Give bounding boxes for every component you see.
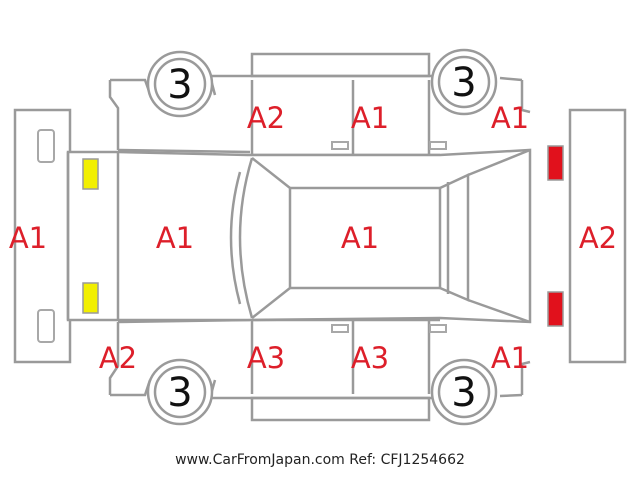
tire-front-left-value: 3 [167, 370, 192, 416]
rear-bumper [568, 108, 627, 364]
headlight-left [82, 282, 99, 314]
left-side-strip [250, 396, 431, 422]
tire-front-right-value: 3 [167, 62, 192, 108]
code-rear-left-quarter: A1 [491, 341, 529, 375]
taillight-left [547, 291, 564, 327]
code-rear-left-door: A3 [351, 341, 389, 375]
footer-reference: www.CarFromJapan.com Ref: CFJ1254662 [175, 452, 465, 468]
front-bumper [13, 108, 72, 364]
code-hood: A1 [156, 221, 194, 255]
code-rear-right-door: A1 [351, 101, 389, 135]
headlight-right [82, 158, 99, 190]
top-view-body [66, 148, 532, 324]
tire-rear-left: 3 [430, 358, 498, 426]
code-roof: A1 [341, 221, 379, 255]
code-rear-right-quarter: A1 [491, 101, 529, 135]
tire-rear-left-value: 3 [451, 370, 476, 416]
tire-rear-right: 3 [430, 48, 498, 116]
taillight-right [547, 145, 564, 181]
code-front-bumper: A1 [9, 221, 47, 255]
tire-rear-right-value: 3 [451, 60, 476, 106]
tire-front-left: 3 [146, 358, 214, 426]
code-front-left-door: A3 [247, 341, 285, 375]
code-rear-bumper: A2 [579, 221, 617, 255]
code-front-left-fender: A2 [99, 341, 137, 375]
right-side-strip [250, 52, 431, 78]
tire-front-right: 3 [146, 50, 214, 118]
code-front-right-door: A2 [247, 101, 285, 135]
